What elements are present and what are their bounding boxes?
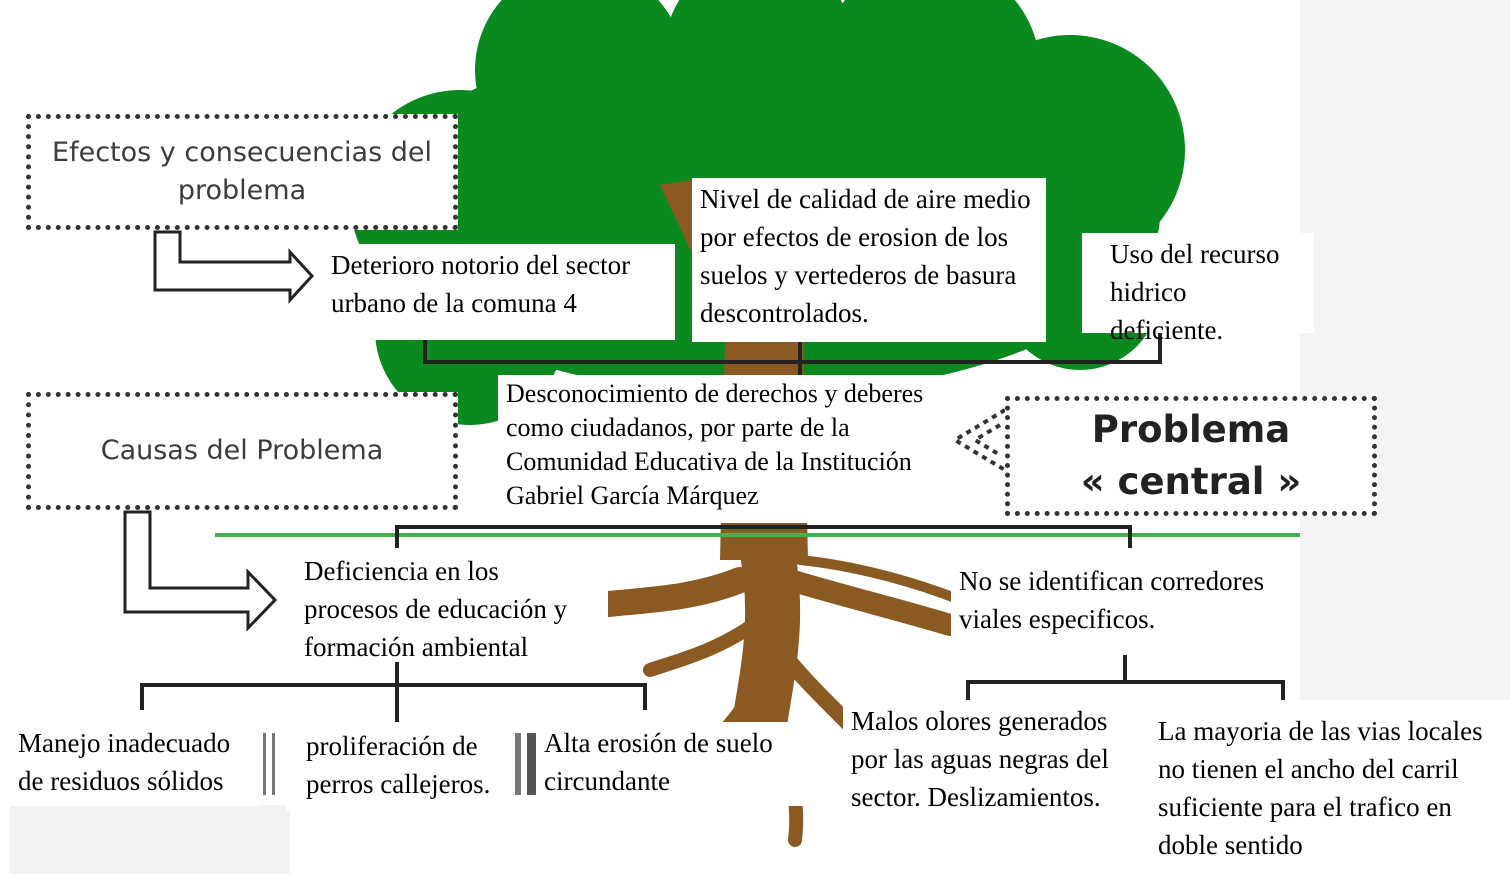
subcause-residuos-text: Manejo inadecuado de residuos sólidos: [18, 728, 231, 796]
subcause-vias-text: La mayoria de las vias locales no tienen…: [1158, 716, 1483, 860]
effect-deterioro: Deterioro notorio del sector urbano de l…: [323, 244, 675, 340]
subcause-erosion: Alta erosión de suelo circundante: [536, 722, 806, 806]
subcause-perros-text: proliferación de perros callejeros.: [306, 731, 491, 799]
causes-label: Causas del Problema: [26, 392, 458, 510]
separator-bars: [263, 733, 536, 795]
central-problem-label: Problema « central »: [1005, 396, 1377, 516]
cause-corredores: No se identifican corredores viales espe…: [951, 560, 1300, 654]
dotted-arrow-icon: [951, 408, 1007, 472]
effect-calidad-aire-text: Nivel de calidad de aire medio por efect…: [700, 184, 1031, 328]
effects-label-text: Efectos y consecuencias del problema: [52, 137, 432, 206]
effect-recurso-hidrico-text: Uso del recurso hidrico deficiente.: [1110, 239, 1280, 345]
effect-recurso-hidrico: Uso del recurso hidrico deficiente.: [1082, 233, 1314, 345]
background-panel: [1300, 0, 1510, 700]
causes-label-text: Causas del Problema: [100, 435, 384, 466]
subcause-olores-text: Malos olores generados por las aguas neg…: [851, 706, 1109, 812]
effect-deterioro-text: Deterioro notorio del sector urbano de l…: [331, 250, 631, 318]
subcause-vias: La mayoria de las vias locales no tienen…: [1150, 710, 1510, 864]
subcause-erosion-text: Alta erosión de suelo circundante: [544, 728, 773, 796]
arrow-effects: [153, 230, 315, 304]
cause-educacion-text: Deficiencia en los procesos de educación…: [304, 556, 568, 662]
background-panel: [10, 805, 290, 874]
effect-calidad-aire: Nivel de calidad de aire medio por efect…: [692, 178, 1046, 342]
subcause-residuos: Manejo inadecuado de residuos sólidos: [10, 722, 260, 806]
subcause-perros: proliferación de perros callejeros.: [286, 725, 514, 811]
central-problem-text: Desconocimiento de derechos y deberes co…: [506, 379, 924, 510]
connector-lines: [140, 330, 1285, 722]
central-label-line2: « central »: [1080, 460, 1302, 503]
cause-educacion: Deficiencia en los procesos de educación…: [296, 550, 608, 662]
subcause-olores: Malos olores generados por las aguas neg…: [843, 700, 1147, 818]
effects-label: Efectos y consecuencias del problema: [26, 114, 458, 230]
central-problem: Desconocimiento de derechos y deberes co…: [498, 375, 952, 523]
arrow-causes: [123, 510, 278, 632]
cause-corredores-text: No se identifican corredores viales espe…: [959, 566, 1265, 634]
central-label-line1: Problema: [1091, 408, 1291, 451]
